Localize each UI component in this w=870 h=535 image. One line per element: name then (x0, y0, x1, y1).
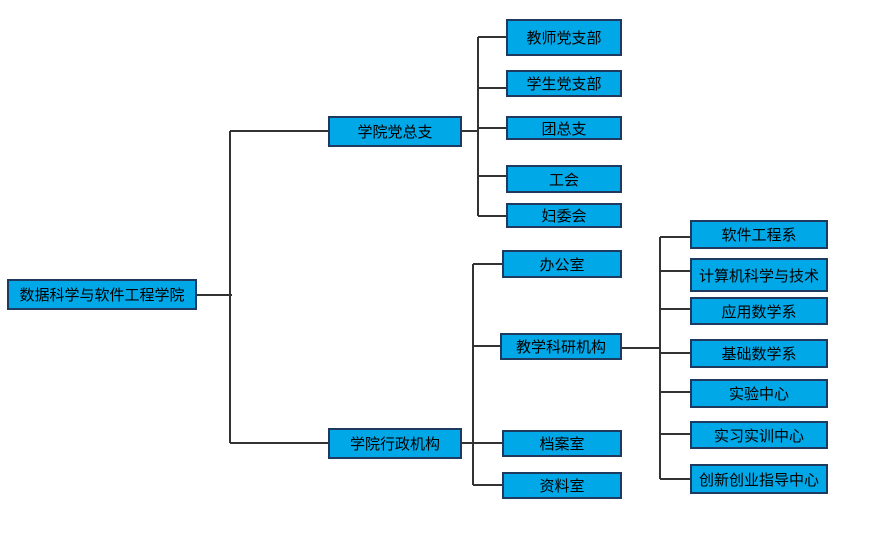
node-teaching-child: 计算机科学与技术 (690, 258, 828, 292)
node-admin-child: 档案室 (502, 430, 622, 457)
node-party-child: 教师党支部 (506, 19, 622, 56)
node-admin-branch: 学院行政机构 (328, 428, 462, 459)
node-teaching-child: 创新创业指导中心 (690, 464, 828, 494)
node-party-child: 工会 (506, 165, 622, 193)
node-teaching-child: 实验中心 (690, 379, 828, 408)
node-party-child: 团总支 (506, 116, 622, 140)
node-teaching-child: 软件工程系 (690, 220, 828, 249)
node-admin-child: 办公室 (502, 250, 622, 278)
node-party-branch: 学院党总支 (328, 116, 462, 147)
node-teaching-child: 实习实训中心 (690, 421, 828, 449)
node-teaching-child: 应用数学系 (690, 297, 828, 325)
node-root: 数据科学与软件工程学院 (7, 279, 197, 310)
node-teaching-child: 基础数学系 (690, 339, 828, 368)
node-admin-child: 资料室 (502, 472, 622, 499)
node-admin-child: 教学科研机构 (500, 333, 622, 360)
node-party-child: 学生党支部 (506, 70, 622, 97)
node-party-child: 妇委会 (506, 203, 622, 228)
